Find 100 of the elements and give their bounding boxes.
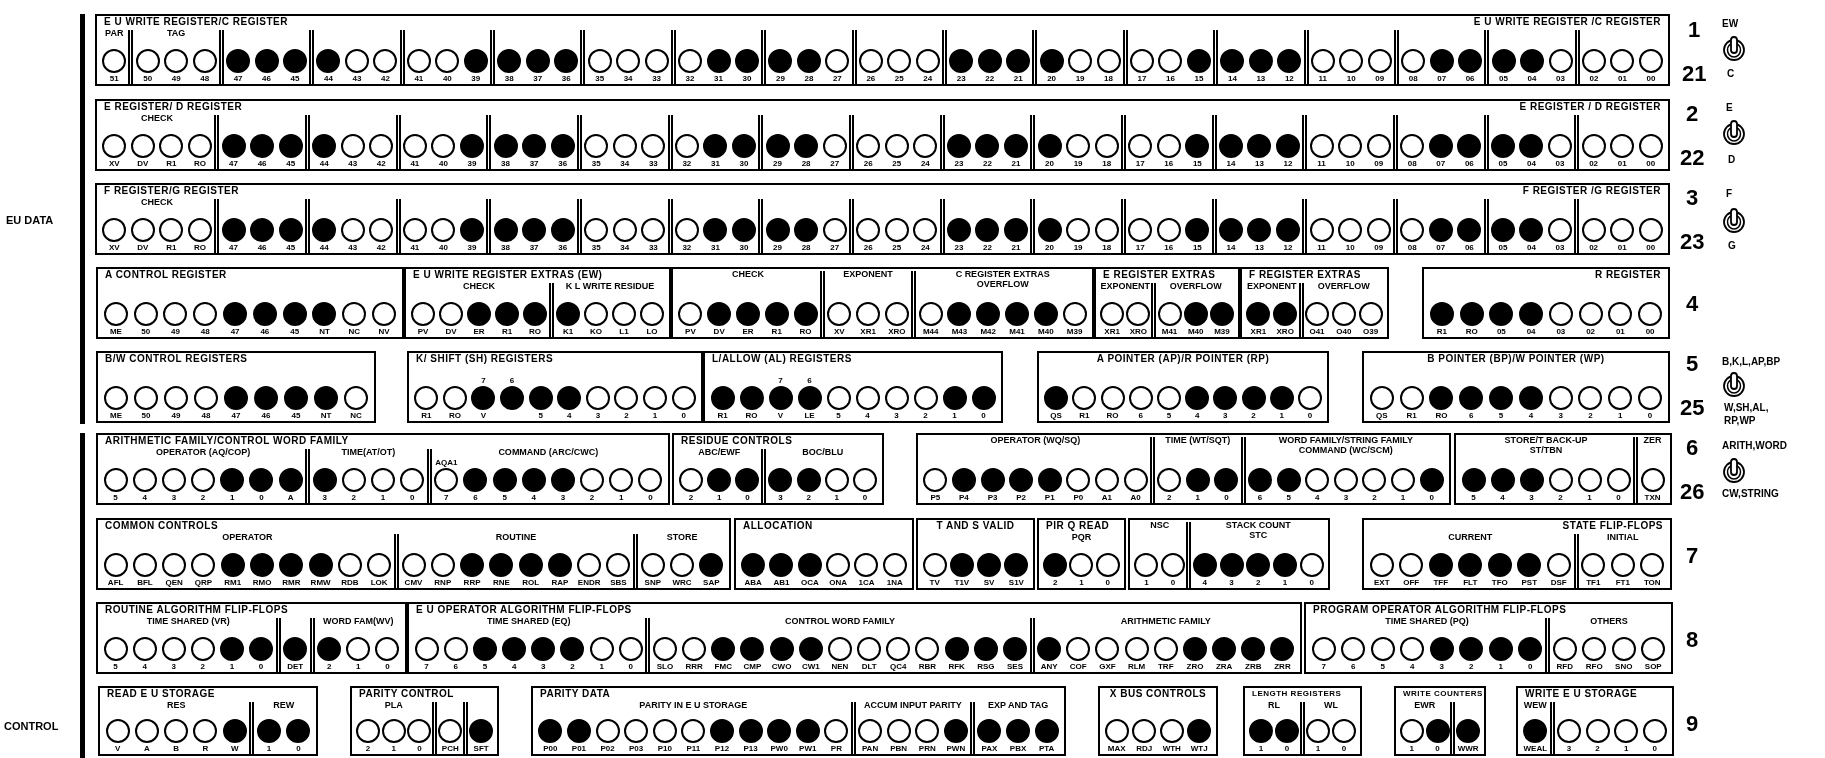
lamp-label: 7 bbox=[778, 376, 783, 386]
lamp-label: 26 bbox=[863, 158, 873, 169]
section-heading: RES bbox=[166, 700, 186, 710]
lamp-label: 24 bbox=[920, 158, 930, 169]
lamp-label: 2 bbox=[1595, 743, 1600, 754]
lamp-label: RMR bbox=[282, 577, 301, 588]
row-number: 22 bbox=[1680, 144, 1705, 172]
panel-title: E U WRITE REGISTER EXTRAS (EW) bbox=[413, 269, 603, 281]
section-heading: ST/TBN bbox=[1529, 445, 1563, 455]
register-panel bbox=[1037, 518, 1126, 590]
lamp-label: 0 bbox=[1341, 743, 1347, 754]
lamp-label: 05 bbox=[1498, 158, 1508, 169]
lamp-label: EXT bbox=[1373, 577, 1390, 588]
lamp-label: 45 bbox=[290, 73, 300, 84]
lamp-label: 49 bbox=[171, 73, 181, 84]
lamp-label: WTH bbox=[1162, 743, 1181, 754]
lamp-label: RSG bbox=[977, 661, 995, 672]
lamp-label: 50 bbox=[141, 326, 151, 337]
panel-title: LENGTH REGISTERS bbox=[1252, 688, 1342, 700]
lamp-label: 45 bbox=[286, 158, 296, 169]
section-heading: WORD FAMILY/STRING FAMILY bbox=[1278, 435, 1414, 445]
lamp-label: 36 bbox=[561, 73, 571, 84]
lamp-label: R1 bbox=[1406, 410, 1417, 421]
lamp-label: 5 bbox=[538, 410, 543, 421]
lamp-label: P1 bbox=[1044, 492, 1055, 503]
lamp-label: 0 bbox=[258, 661, 264, 672]
lamp-label: 03 bbox=[1556, 326, 1566, 337]
lamp-label: 23 bbox=[956, 73, 966, 84]
row-number: 23 bbox=[1680, 228, 1705, 256]
lamp-label: P0 bbox=[1073, 492, 1084, 503]
lamp-label: 47 bbox=[233, 73, 243, 84]
lamp-label: SV bbox=[983, 577, 995, 588]
lamp-label: RO bbox=[1435, 410, 1448, 421]
lamp-label: 51 bbox=[109, 73, 119, 84]
lamp-label: 0 bbox=[1170, 577, 1176, 588]
section-heading: EXPONENT bbox=[843, 269, 893, 279]
lamp-label: ZRB bbox=[1245, 661, 1262, 672]
lamp-label: 22 bbox=[983, 242, 992, 253]
register-panel bbox=[1394, 686, 1486, 756]
lamp-label: 1 bbox=[266, 743, 272, 754]
lamp-label: PV bbox=[685, 326, 696, 337]
lamp-label: RDJ bbox=[1136, 743, 1153, 754]
panel-title: STATE FLIP-FLOPS bbox=[1562, 520, 1663, 532]
lamp-label: 23 bbox=[954, 158, 964, 169]
lamp-label: PBX bbox=[1009, 743, 1027, 754]
lamp-label: 42 bbox=[380, 73, 390, 84]
lamp-label: 4 bbox=[1202, 577, 1207, 588]
lamp-label: XV bbox=[108, 158, 120, 169]
lamp-label: 0 bbox=[1616, 492, 1621, 503]
lamp-label: 3 bbox=[1229, 577, 1234, 588]
lamp-label: PWN bbox=[946, 743, 966, 754]
lamp-label: 46 bbox=[260, 326, 270, 337]
section-heading: NSC bbox=[1150, 520, 1170, 530]
lamp-label: 04 bbox=[1527, 73, 1537, 84]
lamp-label: 3 bbox=[778, 492, 783, 503]
lamp-label: 17 bbox=[1135, 242, 1145, 253]
lamp-label: 1 bbox=[1279, 410, 1284, 421]
lamp-label: R1 bbox=[1079, 410, 1090, 421]
section-heading: TAG bbox=[167, 28, 186, 38]
lamp-label: 2 bbox=[923, 410, 928, 421]
lamp-label: 33 bbox=[648, 158, 658, 169]
panel-title: ARITHMETIC FAMILY/CONTROL WORD FAMILY bbox=[105, 435, 349, 447]
lamp-label: NC bbox=[348, 326, 361, 337]
lamp-label: 1 bbox=[391, 743, 396, 754]
panel-title: A POINTER (AP)/R POINTER (RP) bbox=[1096, 353, 1270, 365]
lamp-label: ZRA bbox=[1215, 661, 1233, 672]
lamp-label: OFF bbox=[1403, 577, 1420, 588]
lamp-label: 2 bbox=[1166, 492, 1172, 503]
lamp-label: 7 bbox=[424, 661, 429, 672]
lamp-label: 19 bbox=[1073, 158, 1083, 169]
lamp-label: 4 bbox=[1500, 492, 1505, 503]
lamp-label: 1NA bbox=[886, 577, 903, 588]
lamp-label: 4 bbox=[567, 410, 572, 421]
lamp-label: DET bbox=[287, 661, 304, 672]
lamp-label: 2 bbox=[1588, 410, 1593, 421]
panel-title: WRITE E U STORAGE bbox=[1525, 688, 1638, 700]
lamp-label: PTA bbox=[1038, 743, 1055, 754]
lamp-label: 27 bbox=[830, 242, 840, 253]
lamp-label: XRO bbox=[1129, 326, 1147, 337]
lamp-label: M39 bbox=[1214, 326, 1230, 337]
lamp-label: RRP bbox=[463, 577, 481, 588]
lamp-label: S1V bbox=[1008, 577, 1024, 588]
lamp-label: 18 bbox=[1102, 158, 1112, 169]
lamp-label: 5 bbox=[482, 661, 488, 672]
lamp-label: 13 bbox=[1255, 242, 1264, 253]
lamp-label: 47 bbox=[229, 242, 238, 253]
lamp-label: 47 bbox=[230, 326, 240, 337]
lamp-label: P03 bbox=[629, 743, 644, 754]
row-number: 25 bbox=[1680, 394, 1705, 422]
lamp-label: 07 bbox=[1437, 73, 1447, 84]
lamp-label: CWO bbox=[771, 661, 792, 672]
lamp-label: 10 bbox=[1345, 242, 1355, 253]
lamp-label: 0 bbox=[745, 492, 750, 503]
register-panel bbox=[407, 602, 1302, 674]
lamp-label: R1 bbox=[717, 410, 728, 421]
lamp-label: 21 bbox=[1011, 242, 1021, 253]
lamp-label: 5 bbox=[1166, 410, 1172, 421]
section-heading: EXPONENT bbox=[1100, 281, 1150, 291]
lamp-label: NT bbox=[320, 410, 332, 421]
lamp-label: 1 bbox=[1079, 577, 1084, 588]
